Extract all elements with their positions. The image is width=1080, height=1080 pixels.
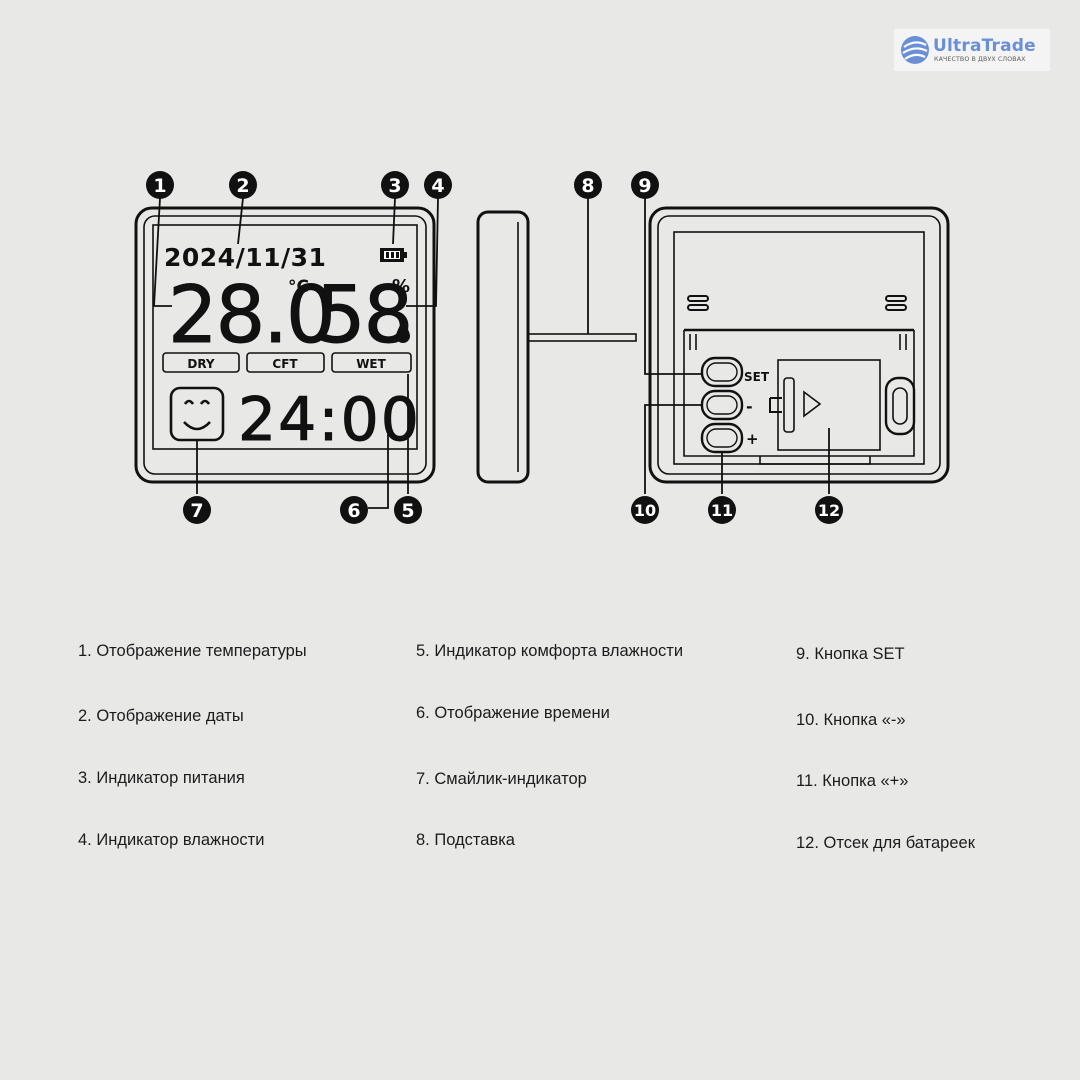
- brand-name: UltraTrade: [933, 36, 1036, 56]
- comfort-box-wet: [331, 352, 412, 373]
- comfort-label-wet: WET: [356, 357, 386, 371]
- brand-globe-icon: [901, 36, 929, 64]
- minus-button-label: -: [746, 397, 753, 416]
- legend-item-9: 9. Кнопка SET: [796, 645, 905, 663]
- lcd-humidity: 58: [316, 271, 411, 361]
- svg-text:2: 2: [236, 175, 249, 197]
- lcd-temperature-unit: °C: [288, 277, 309, 297]
- comfort-box-dry: [162, 352, 240, 373]
- svg-text:4: 4: [431, 175, 444, 197]
- legend-item-11: 11. Кнопка «+»: [796, 772, 909, 790]
- comfort-label-dry: DRY: [187, 357, 215, 371]
- hang-slot-left: [687, 295, 709, 311]
- leader-lines: [153, 197, 830, 509]
- device-diagram: 2024/11/31 28.0 °C 58 % DRY CFT WET 24:0…: [134, 171, 950, 524]
- svg-text:8: 8: [581, 175, 594, 197]
- legend-item-10: 10. Кнопка «-»: [796, 711, 906, 729]
- stand: [527, 333, 637, 342]
- svg-text:11: 11: [711, 501, 733, 520]
- set-button-label: SET: [744, 370, 770, 384]
- legend-item-1: 1. Отображение температуры: [78, 642, 307, 660]
- plus-button-label: +: [746, 430, 759, 448]
- svg-text:6: 6: [347, 500, 360, 522]
- callout-8: 8: [574, 171, 602, 199]
- hang-slot-right: [885, 295, 907, 311]
- smiley-icon: [169, 386, 225, 442]
- callout-1: 1: [146, 171, 174, 199]
- callout-6: 6: [340, 496, 368, 524]
- svg-text:5: 5: [401, 500, 414, 522]
- callout-9: 9: [631, 171, 659, 199]
- open-arrow-icon: [803, 390, 822, 418]
- lcd-screen: [152, 224, 418, 450]
- battery-latch: [884, 376, 916, 436]
- battery-icon: [380, 248, 407, 262]
- comfort-box-cft: [246, 352, 325, 373]
- plus-button[interactable]: [700, 422, 744, 454]
- callout-10: 10: [631, 496, 659, 524]
- callout-11: 11: [708, 496, 736, 524]
- legend-item-12: 12. Отсек для батареек: [796, 834, 975, 852]
- legend-item-2: 2. Отображение даты: [78, 707, 244, 725]
- callout-12: 12: [815, 496, 843, 524]
- svg-text:3: 3: [388, 175, 401, 197]
- brand-tagline: КАЧЕСТВО В ДВУХ СЛОВАХ: [934, 56, 1026, 63]
- svg-text:10: 10: [634, 501, 656, 520]
- lcd-date: 2024/11/31: [164, 243, 326, 272]
- svg-text:12: 12: [818, 501, 840, 520]
- legend-item-6: 6. Отображение времени: [416, 704, 610, 722]
- front-view: [134, 206, 436, 484]
- lcd-temperature: 28.0: [168, 271, 334, 361]
- callout-5: 5: [394, 496, 422, 524]
- legend-item-8: 8. Подставка: [416, 831, 515, 849]
- humidity-drop-icon: [396, 320, 410, 343]
- side-view: [476, 210, 637, 484]
- front-outer-frame: [134, 206, 436, 484]
- minus-button[interactable]: [700, 389, 744, 421]
- callout-3: 3: [381, 171, 409, 199]
- legend-item-5: 5. Индикатор комфорта влажности: [416, 642, 684, 660]
- comfort-label-cft: CFT: [272, 357, 298, 371]
- legend-item-7: 7. Смайлик-индикатор: [416, 770, 587, 788]
- svg-text:1: 1: [153, 175, 166, 197]
- front-inner-frame: [143, 215, 427, 475]
- svg-text:9: 9: [638, 175, 651, 197]
- legend-item-3: 3. Индикатор питания: [78, 769, 245, 787]
- back-view: [648, 206, 950, 484]
- callout-4: 4: [424, 171, 452, 199]
- set-button[interactable]: [700, 356, 744, 388]
- lcd-time: 24:00: [238, 385, 421, 455]
- brand-logo: UltraTrade КАЧЕСТВО В ДВУХ СЛОВАХ: [894, 29, 1050, 71]
- callout-2: 2: [229, 171, 257, 199]
- svg-text:7: 7: [190, 500, 203, 522]
- callout-7: 7: [183, 496, 211, 524]
- legend-item-4: 4. Индикатор влажности: [78, 831, 265, 849]
- lcd-humidity-unit: %: [392, 276, 410, 297]
